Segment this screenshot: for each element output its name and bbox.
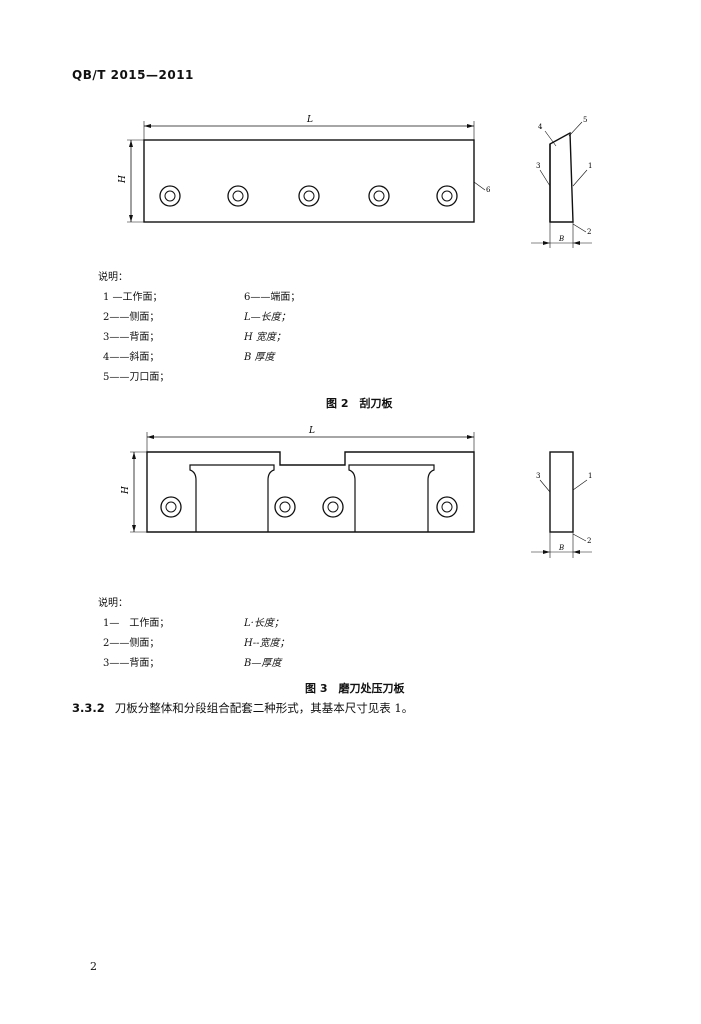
legend-item: L—长度； bbox=[244, 312, 291, 323]
legend-item: B—厚度 bbox=[244, 658, 282, 669]
figure-3-caption: 图 3 磨刀处压刀板 bbox=[305, 682, 405, 695]
dim-L-label: L bbox=[306, 115, 313, 125]
figure-2-legend-title: 说明： bbox=[98, 272, 128, 283]
legend-item: 3——背面； bbox=[103, 332, 160, 343]
callout-5: 5 bbox=[583, 116, 587, 124]
legend-item: 5——刀口面； bbox=[103, 372, 170, 383]
legend-item: L·长度； bbox=[244, 618, 284, 629]
section-number: 3.3.2 bbox=[72, 701, 105, 715]
mounting-holes bbox=[159, 185, 458, 207]
standard-number: QB/T 2015—2011 bbox=[72, 68, 194, 82]
callout-1: 1 bbox=[588, 472, 592, 480]
callout-1: 1 bbox=[588, 162, 592, 170]
legend-item: 6——端面； bbox=[244, 292, 301, 303]
slot-left bbox=[189, 464, 275, 532]
legend-item: H 宽度； bbox=[244, 332, 286, 343]
callout-4: 4 bbox=[538, 123, 543, 131]
legend-item: 2——侧面； bbox=[103, 312, 160, 323]
legend-item: H--宽度； bbox=[244, 638, 290, 649]
pressure-plate-side-view bbox=[549, 451, 574, 533]
legend-item: 1— 工作面； bbox=[103, 618, 170, 629]
dim-B-label-fig2: B bbox=[558, 235, 564, 243]
mounting-holes bbox=[160, 496, 458, 518]
callout-6: 6 bbox=[486, 186, 491, 194]
callout-3: 3 bbox=[536, 472, 540, 480]
callout-2: 2 bbox=[587, 537, 591, 545]
callout-3: 3 bbox=[536, 162, 540, 170]
legend-item: 3——背面； bbox=[103, 658, 160, 669]
clause-3-3-2: 3.3.2 刀板分整体和分段组合配套二种形式，其基本尺寸见表 1。 bbox=[72, 700, 413, 716]
slot-right bbox=[348, 464, 435, 532]
callout-2: 2 bbox=[587, 228, 591, 236]
dim-H-label: H bbox=[121, 486, 131, 495]
figure-3-legend-title: 说明： bbox=[98, 598, 128, 609]
legend-item: 1 —工作面； bbox=[103, 292, 163, 303]
paragraph-text: 刀板分整体和分段组合配套二种形式，其基本尺寸见表 1。 bbox=[114, 701, 414, 715]
pressure-plate-front-view bbox=[146, 451, 475, 533]
dim-B-label-fig3: B bbox=[558, 544, 564, 552]
scraper-plate-front-view bbox=[143, 139, 475, 223]
legend-item: 4——斜面； bbox=[103, 352, 160, 363]
page-number: 2 bbox=[90, 960, 97, 973]
legend-item: B 厚度 bbox=[244, 352, 275, 363]
legend-item: 2——侧面； bbox=[103, 638, 160, 649]
figure-2-caption: 图 2 刮刀板 bbox=[326, 397, 393, 410]
dim-L-label: L bbox=[308, 426, 315, 436]
dim-H-label: H bbox=[118, 175, 128, 184]
